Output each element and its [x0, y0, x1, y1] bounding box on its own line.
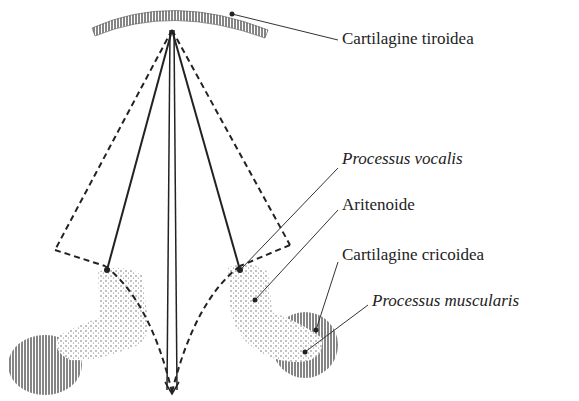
thyroid-cartilage — [92, 10, 268, 38]
leader-lines — [232, 14, 368, 352]
arytenoid-left — [57, 268, 148, 361]
part-label: Cartilagine tiroidea — [342, 30, 474, 49]
part-label: Cartilagine cricoidea — [342, 246, 484, 265]
part-label: Processus muscularis — [372, 292, 519, 311]
abducted-position — [55, 30, 290, 392]
part-label: Aritenoide — [342, 196, 415, 215]
vocal-folds — [107, 30, 240, 394]
part-label: Processus vocalis — [342, 150, 463, 169]
